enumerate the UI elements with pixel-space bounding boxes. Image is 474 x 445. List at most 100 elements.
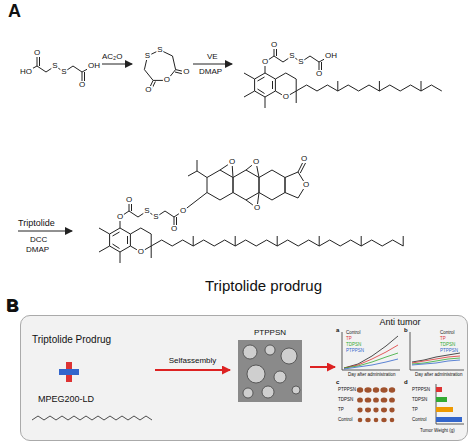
chart-label: TP: [412, 408, 418, 413]
tumor-photo: [365, 408, 371, 413]
scheme-label: Triptolide prodrug: [205, 278, 322, 293]
atom-label: O: [78, 81, 86, 89]
chart-d: [436, 384, 464, 424]
plus-sign: [59, 362, 79, 382]
chart-label: Day after administration: [415, 373, 463, 378]
atom-label: O: [270, 41, 278, 49]
tumor-photo: [390, 418, 395, 422]
tumor-photo: [381, 408, 387, 413]
scheme-label: DMAP: [199, 68, 222, 76]
scheme-label: DCC: [30, 236, 47, 244]
tumor-photo: [357, 408, 362, 413]
tem-image: [238, 340, 302, 402]
atom-label: S: [144, 52, 151, 60]
vitamin-e-ester: [244, 45, 442, 108]
atom-label: OH: [324, 52, 338, 60]
edge-label: Selfassembly: [169, 357, 217, 365]
stage-label: MPEG200-LD: [38, 395, 94, 404]
tumor-photo: [380, 387, 387, 393]
scheme-label: A: [8, 2, 21, 20]
chart-label: TDPSN: [412, 398, 427, 403]
chart-c-tumors: [357, 387, 395, 422]
panel-ground: [20, 315, 468, 441]
chart-label: b: [404, 327, 408, 333]
chart-label: c: [336, 379, 339, 385]
tumor-photo: [381, 418, 386, 422]
atom-label: O: [33, 49, 41, 57]
tumor-photo: [364, 387, 371, 393]
chart-label: Control: [346, 331, 361, 336]
atom-label: HO: [19, 68, 33, 76]
phytyl-tail: [151, 236, 403, 246]
flow-arrow: [155, 369, 230, 371]
tumor-photo: [381, 397, 388, 402]
atom-label: O: [182, 68, 190, 76]
scheme-label: DMAP: [26, 246, 49, 254]
chart-label: PTPPSN: [346, 349, 364, 354]
atom-label: O: [302, 181, 310, 189]
tumor-photo: [373, 408, 378, 413]
chart-label: Day after administration: [348, 373, 396, 378]
chart-label: PTPPSN: [412, 388, 430, 393]
chart-label: TP: [338, 408, 344, 413]
atom-label: S: [288, 52, 295, 60]
chart-label: Control: [440, 331, 455, 336]
scheme-label: VE: [207, 53, 218, 61]
atom-label: S: [152, 213, 159, 221]
atom-label: O: [144, 86, 152, 94]
cyclic-anhydride: [144, 50, 186, 90]
tumor-photo: [358, 418, 363, 422]
atom-label: O: [179, 207, 187, 215]
chart-label: a: [336, 327, 339, 333]
atom-label: O: [137, 248, 145, 256]
atom-label: O: [282, 93, 290, 101]
atom-label: O: [300, 155, 308, 163]
stage-box: Triptolide ProdrugMPEG200-LD: [28, 333, 155, 433]
scheme-label: Triptolide: [18, 219, 55, 228]
atom-label: O: [228, 158, 236, 166]
chart-label: Control: [338, 418, 353, 423]
triptolide-prodrug-structure: [99, 160, 403, 263]
chart-label: TDPSN: [346, 343, 361, 348]
tumor-photo: [374, 418, 379, 422]
stage-label: PTPPSN: [254, 329, 286, 337]
atom-label: S: [51, 62, 58, 70]
chart-label: TDPSN: [338, 398, 353, 403]
atom-label: O: [116, 213, 124, 221]
atom-label: O: [170, 225, 178, 233]
phytyl-tail: [296, 81, 442, 91]
tumor-photo: [389, 408, 394, 413]
tumor-photo: [365, 418, 370, 422]
chart-label: PTPPSN: [338, 388, 356, 393]
stage-label: Triptolide Prodrug: [32, 335, 111, 345]
atom-label: O: [252, 158, 260, 166]
scheme-label: AC₂O: [102, 53, 122, 61]
panel-box: BTriptolide ProdrugMPEG200-LDPTPPSNAnti …: [20, 315, 468, 441]
chart-label: PTPPSN: [440, 349, 458, 354]
scheme-label: B: [6, 297, 18, 314]
chart-label: Control: [412, 418, 427, 423]
atom-label: O: [315, 70, 323, 78]
atom-label: O: [125, 196, 133, 204]
chart-label: d: [404, 379, 408, 385]
tumor-photo: [373, 387, 379, 393]
atom-label: S: [60, 68, 67, 76]
chart-label: TP: [346, 337, 352, 342]
chart-label: TDPSN: [440, 343, 455, 348]
stage-label: Anti tumor: [379, 318, 420, 327]
chart-b: [410, 332, 464, 370]
atom-label: OH: [87, 62, 101, 70]
tumor-photo: [357, 397, 363, 402]
chart-label: TP: [440, 337, 446, 342]
atom-label: S: [156, 46, 163, 54]
atom-label: S: [297, 58, 304, 66]
tumor-photo: [373, 397, 379, 402]
atom-label: O: [261, 58, 269, 66]
polymer-chain: [32, 416, 152, 420]
atom-label: O: [163, 76, 171, 84]
tumor-photo: [389, 397, 395, 402]
reaction-arrows: [18, 64, 232, 231]
atom-label: O: [253, 204, 261, 212]
